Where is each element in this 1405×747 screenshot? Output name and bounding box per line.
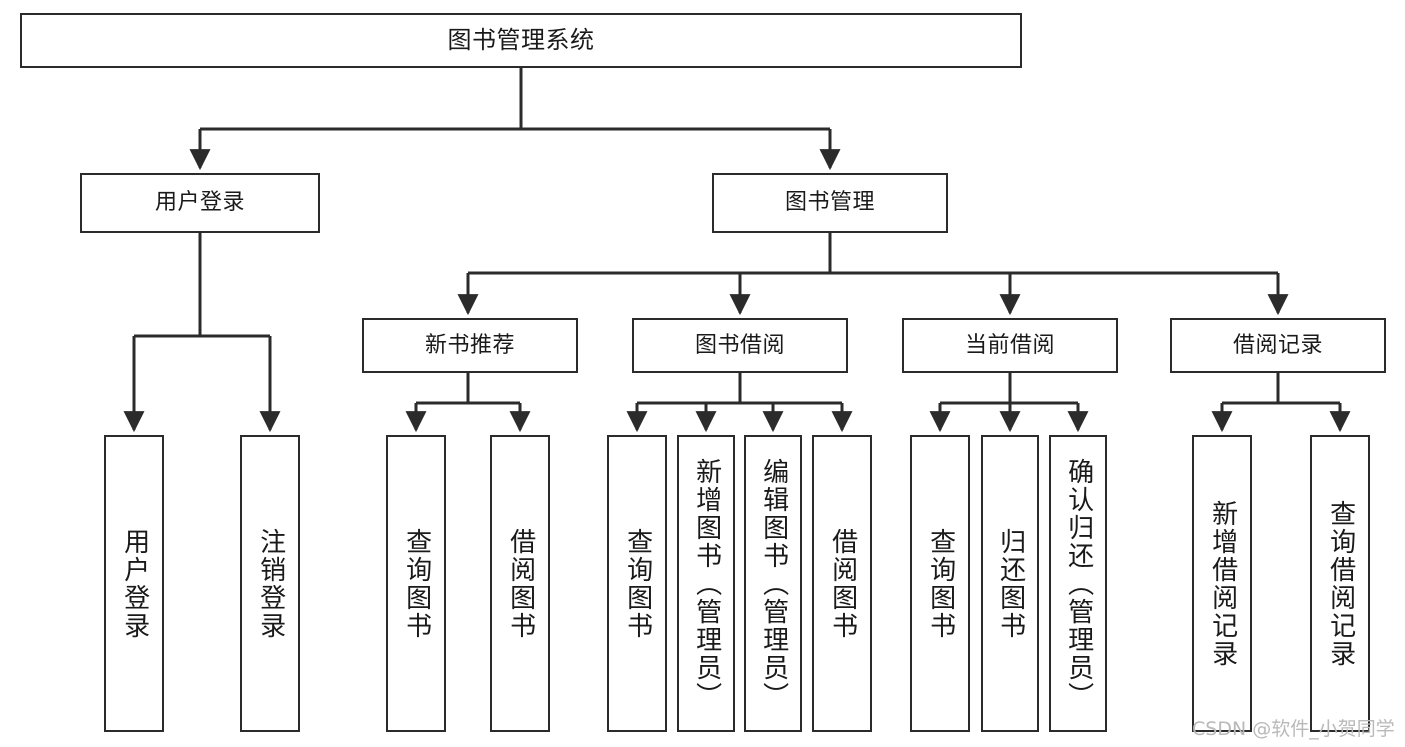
node-label: 确认归还（管理员） [1063,457,1094,710]
node-label: 查询借阅记录 [1325,499,1356,668]
node-label: 查询图书 [401,527,432,640]
node-label: 图书借阅 [694,332,785,358]
node-label: 借阅图书 [505,527,536,640]
node-leaf-confirm-return[interactable]: 确认归还（管理员） [1049,435,1107,732]
node-label: 用户登录 [119,527,150,640]
node-label: 借阅图书 [827,527,858,640]
node-label: 注销登录 [255,527,286,640]
node-leaf-borrow-book-2[interactable]: 借阅图书 [812,435,872,732]
csdn-watermark: CSDN @软件_小贺同学 [1192,718,1395,740]
node-current-borrow[interactable]: 当前借阅 [902,318,1118,373]
node-label: 用户登录 [154,190,245,216]
node-label: 归还图书 [995,527,1026,640]
node-leaf-add-book[interactable]: 新增图书（管理员） [677,435,735,732]
node-label: 新增图书（管理员） [691,457,722,710]
node-leaf-edit-book[interactable]: 编辑图书（管理员） [744,435,802,732]
node-label: 编辑图书（管理员） [758,457,789,710]
node-leaf-user-login[interactable]: 用户登录 [104,435,164,732]
node-leaf-add-record[interactable]: 新增借阅记录 [1192,435,1252,732]
node-new-book-recommend[interactable]: 新书推荐 [362,318,578,373]
node-leaf-logout-login[interactable]: 注销登录 [240,435,300,732]
node-label: 图书管理 [784,190,875,216]
node-root-book-management-system[interactable]: 图书管理系统 [20,13,1022,68]
node-label: 图书管理系统 [447,26,595,55]
node-label: 借阅记录 [1232,332,1323,358]
node-leaf-query-book-3[interactable]: 查询图书 [910,435,970,732]
node-user-login[interactable]: 用户登录 [80,173,320,233]
node-leaf-query-record[interactable]: 查询借阅记录 [1310,435,1370,732]
node-leaf-borrow-book-1[interactable]: 借阅图书 [490,435,550,732]
node-label: 新书推荐 [424,332,515,358]
node-label: 查询图书 [622,527,653,640]
node-leaf-query-book-2[interactable]: 查询图书 [607,435,667,732]
node-leaf-return-book[interactable]: 归还图书 [981,435,1039,732]
node-book-borrow[interactable]: 图书借阅 [632,318,848,373]
node-label: 查询图书 [925,527,956,640]
node-leaf-query-book-1[interactable]: 查询图书 [386,435,446,732]
node-book-management[interactable]: 图书管理 [712,173,948,233]
node-label: 新增借阅记录 [1207,499,1238,668]
node-borrow-record[interactable]: 借阅记录 [1170,318,1386,373]
node-label: 当前借阅 [964,332,1055,358]
